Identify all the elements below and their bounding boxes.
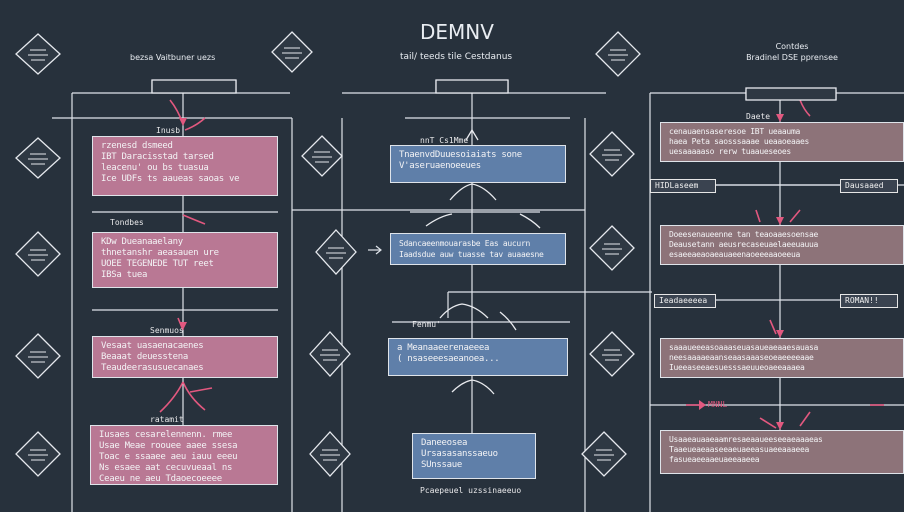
right-column-header-line1: Contdes: [775, 42, 809, 51]
right-process-box-1: cenauaensaseresoe IBT ueaauma haea Peta …: [660, 122, 904, 162]
right-process-box-2: Doeesenaueenne tan teaoaaesoensae Deause…: [660, 225, 904, 265]
right-marker: MNNL: [708, 400, 728, 409]
center-process-box-4: Daneeosea Ursasasanssaeuo SUnssaue: [412, 433, 536, 479]
left-column-header: bezsa Vaitbuner uezs: [130, 53, 216, 62]
center-process-box-2: Sdancaeenmouarasbe Eas aucurn Iaadsdue a…: [390, 233, 566, 265]
center-bottom-label: Pcaepeuel uzssinaeeuo: [420, 486, 522, 495]
left-process-box-4: Iusaes cesarelennenn. rmee Usae Meae roo…: [90, 425, 278, 485]
left-process-box-1: rzenesd dsmeed IBT Daracisstad tarsed le…: [92, 136, 278, 196]
right-tag-1: HIDLaseem: [650, 179, 716, 193]
left-label-4: ratamit: [150, 415, 184, 424]
right-process-box-3: saaaueeeasoaaaseuasaueaeaaesauasa neesaa…: [660, 338, 904, 378]
center-top-label: nnT Cs1Mme: [420, 136, 469, 145]
diagram-subtitle: tail/ teeds tile Cestdanus: [400, 52, 513, 62]
left-label-3: Senmuos: [150, 326, 184, 335]
right-process-box-4: Usaaeauaaeaamresaeaaueeseeaeaaaeas Taaeu…: [660, 430, 904, 474]
right-column-header-line2: Bradinel DSE pprensee: [746, 53, 838, 62]
left-label-2: Tondbes: [110, 218, 144, 227]
left-process-box-3: Vesaat uasaenacaenes Beaaat deuesstena T…: [92, 336, 278, 378]
diagram-title: DEMNV: [420, 20, 494, 44]
left-process-box-2: KDw Dueanaaelany thnetanshr aeasauen ure…: [92, 232, 278, 288]
right-tag-3: Ieadaeeeea: [654, 294, 716, 308]
right-tag-4: ROMAN!!: [840, 294, 898, 308]
center-process-box-3: a Meanaaeerenaeeea ( nsaseeesaeanoea...: [388, 338, 568, 376]
center-side-label: Fenmu': [412, 320, 441, 329]
left-label-1: Inusb: [156, 126, 181, 135]
right-top-label: Daete: [746, 112, 771, 121]
right-tag-2: Dausaaed: [840, 179, 898, 193]
center-process-box-1: TnaenvdDuuesoiaiats sone V'aseruaenoeeue…: [390, 145, 566, 183]
